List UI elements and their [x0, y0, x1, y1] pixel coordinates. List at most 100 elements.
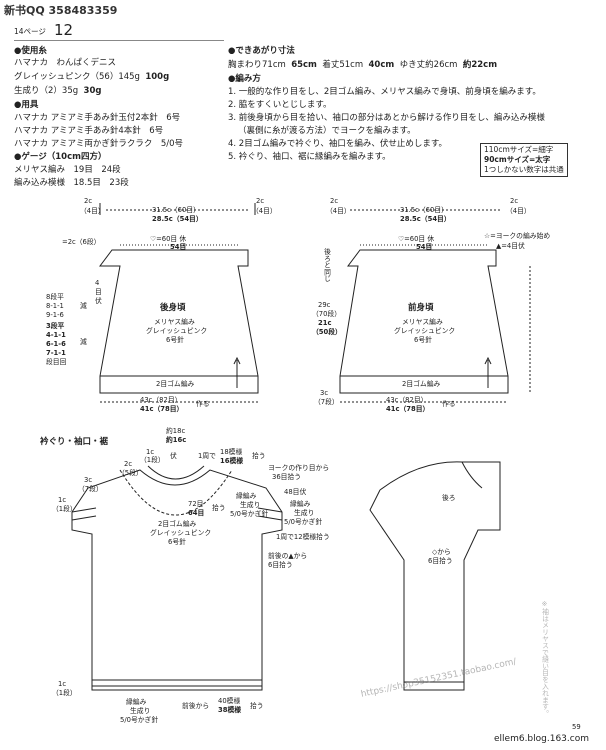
yoke-hem-edge3: 5/0号かぎ針	[120, 716, 159, 724]
back-neck-stitches: ♡=60目 休	[150, 235, 187, 243]
yoke-title: 衿ぐり・袖口・裾	[40, 437, 109, 447]
yoke-m48: 48目伏	[284, 488, 307, 496]
yoke-round-c: 16模様	[220, 457, 244, 465]
back-top-2c-left: 2c	[84, 197, 93, 205]
back-top-width1: 31.5c（60目）	[152, 206, 200, 214]
tools-line2: ハマナカ アミアミ手あみ針4本針 6号	[14, 126, 164, 136]
side-view-outline	[369, 461, 501, 691]
yoke-from-a: ヨークの作り目から	[268, 464, 330, 472]
front-height3: 21c	[318, 319, 332, 327]
finished-title: ●できあがり寸法	[228, 46, 295, 56]
yoke-round-b: 18模様	[220, 448, 243, 456]
yoke-rib3: 6号針	[168, 538, 186, 546]
back-dec-label2: 減	[80, 338, 87, 346]
back-dec-label1: 減	[80, 302, 87, 310]
front-side-note: 後ろと同じ	[322, 248, 331, 282]
front-neck-stitches: ♡=60目 休	[398, 235, 435, 243]
header-rule	[14, 40, 224, 41]
yoke-tri-b: 6目拾う	[268, 561, 293, 569]
back-rest-b: 目	[95, 288, 102, 296]
yarn-line1: ハマナカ わんぱくデニス	[14, 58, 117, 68]
method-step5: 5. 衿ぐり、袖口、裾に縁編みを編みます。	[228, 152, 391, 162]
yoke-c3b: （7段）	[78, 485, 103, 493]
yoke-neck-width1: 約18c	[166, 427, 186, 435]
yoke-edge1: 縁編み	[236, 492, 257, 500]
yoke-c1b: （1段）	[140, 456, 165, 464]
back-top-2c-right: 2c	[256, 197, 265, 205]
front-triangle-note: ▲=4目伏	[496, 242, 525, 250]
back-dec-g: 7-1-1	[46, 349, 66, 357]
yoke-c2b: （5段）	[118, 469, 143, 477]
back-neck-depth: =2c（6段）	[62, 238, 101, 246]
yoke-hem-cb: （1段）	[52, 689, 77, 697]
front-side-7: （7段）	[314, 398, 339, 406]
side-from-a: ◇から	[432, 548, 451, 556]
yoke-fu: 伏	[170, 452, 177, 460]
back-title: 後身頃	[160, 303, 186, 313]
yarn-line3: 生成り（2）35g 30g	[14, 86, 102, 96]
back-rest-c: 伏	[95, 297, 102, 305]
legend-line2: 90cmサイズ=太字	[484, 155, 551, 164]
front-needle: 6号針	[414, 336, 432, 344]
back-color: グレイッシュピンク	[146, 327, 208, 335]
gauge-title: ●ゲージ（10cm四方）	[14, 152, 107, 162]
side-from-b: 6目拾う	[428, 557, 453, 565]
yoke-c2: 2c	[124, 460, 133, 468]
tools-line1: ハマナカ アミアミ手あみ針玉付2本針 6号	[14, 113, 181, 123]
method-step2: 2. 脇をすくいとじします。	[228, 100, 332, 110]
back-body-outline	[99, 249, 259, 394]
qq-header: 新书QQ 358483359	[4, 4, 118, 17]
yarn-title: ●使用糸	[14, 46, 47, 56]
front-height2: （70段）	[312, 310, 342, 318]
back-bottom-c: 作る	[196, 400, 210, 408]
tools-title: ●用具	[14, 100, 39, 110]
back-top-width2: 28.5c（54目）	[152, 215, 203, 223]
yoke-hem-pick3: 38模様	[218, 706, 242, 714]
front-bottom-a: 43c（82目）	[386, 396, 428, 404]
front-bottom-c: 作る	[442, 400, 456, 408]
gauge-line2: 編み込み模様 18.5目 23段	[14, 178, 129, 188]
back-rest-a: 4	[95, 279, 100, 287]
front-top-4m-left: （4目）	[326, 207, 351, 215]
yoke-hem-c: 1c	[58, 680, 67, 688]
front-title: 前身頃	[408, 303, 434, 313]
yoke-hem-pick2: 40模様	[218, 697, 241, 705]
tools-line3: ハマナカ アミアミ両かぎ針ラクラク 5/0号	[14, 139, 184, 149]
back-bottom-a: 43c（82目）	[140, 396, 182, 404]
back-dec-c: 9-1-6	[46, 311, 64, 319]
yoke-hem-pick4: 拾う	[250, 702, 264, 710]
front-top-2c-left: 2c	[330, 197, 339, 205]
page-label: 14ページ	[14, 27, 46, 36]
back-dec-f: 6-1-6	[46, 340, 66, 348]
footer-page: 59	[572, 723, 581, 731]
yoke-from-b: 36目拾う	[272, 473, 302, 481]
front-body-outline	[339, 249, 509, 394]
yarn-line2: グレイッシュピンク（56）145g 100g	[14, 72, 170, 82]
footer-blog: ellem6.blog.163.com	[494, 734, 589, 744]
yoke-edge5: 生成り	[294, 509, 315, 517]
yoke-c1cb: （1段）	[52, 505, 77, 513]
back-top-4m-left: （4目）	[80, 207, 105, 215]
yoke-c1: 1c	[146, 448, 155, 456]
yoke-c3: 3c	[84, 476, 93, 484]
yoke-edge6: 5/0号かぎ針	[284, 518, 323, 526]
yoke-hem-pick1: 前後から	[182, 702, 210, 710]
yoke-neck-width2: 約16c	[166, 436, 187, 444]
method-title: ●編み方	[228, 74, 261, 84]
front-top-2c-right: 2c	[510, 197, 519, 205]
size-legend: 110cmサイズ=細字 90cmサイズ=太字 1つしかない数字は共通	[480, 143, 568, 177]
front-side-3c: 3c	[320, 389, 329, 397]
back-bottom-b: 41c（78目）	[140, 405, 184, 413]
yoke-c1c: 1c	[58, 496, 67, 504]
back-dec-e: 4-1-1	[46, 331, 66, 339]
legend-line1: 110cmサイズ=細字	[484, 145, 554, 154]
method-step3b: （裏側に糸が渡る方法）でヨークを編みます。	[238, 126, 416, 136]
yoke-edge2: 生成り	[240, 501, 261, 509]
page-number: 12	[54, 21, 74, 39]
yoke-edge4: 縁編み	[290, 500, 311, 508]
yoke-tri-a: 前後の▲から	[268, 552, 308, 560]
yoke-hem-edge2: 生成り	[130, 707, 151, 715]
front-top-width1: 31.5c（60目）	[400, 206, 448, 214]
back-neck-stitches-bold: 54目	[170, 243, 187, 251]
yoke-rib1: 2目ゴム編み	[158, 520, 197, 528]
